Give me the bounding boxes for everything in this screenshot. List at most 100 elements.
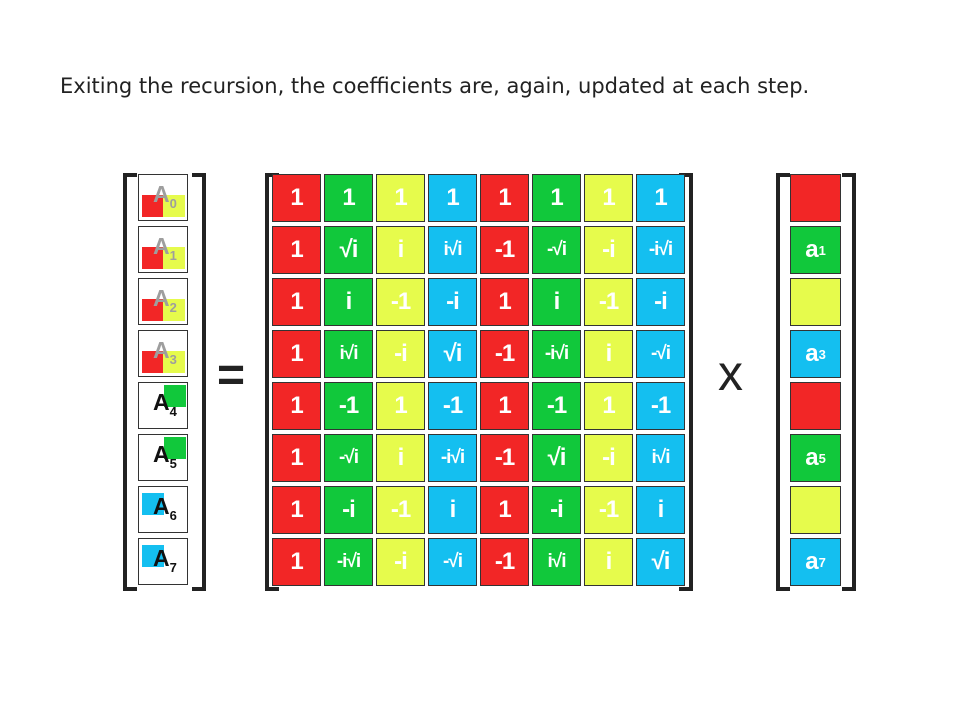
matrix-cell: 1 bbox=[272, 174, 321, 222]
matrix-cell: -1 bbox=[532, 382, 581, 430]
matrix-cell: -i bbox=[376, 538, 425, 586]
matrix-cell: 1 bbox=[532, 174, 581, 222]
matrix-cell: -√i bbox=[636, 330, 685, 378]
input-vector-cell bbox=[790, 278, 841, 326]
matrix-cell: 1 bbox=[324, 174, 373, 222]
output-vector-cell: A5 bbox=[138, 434, 188, 481]
input-vector-open-bracket bbox=[776, 173, 790, 591]
left-vector-close-bracket bbox=[192, 173, 206, 591]
equals-sign: = bbox=[217, 349, 246, 402]
matrix-cell: 1 bbox=[480, 174, 529, 222]
input-coefficient-index: 1 bbox=[818, 242, 826, 258]
coefficient-letter: A bbox=[153, 233, 170, 259]
output-vector-cell: A0 bbox=[138, 174, 188, 221]
output-vector-cell: A2 bbox=[138, 278, 188, 325]
matrix-cell: 1 bbox=[636, 174, 685, 222]
input-vector-cell bbox=[790, 174, 841, 222]
coefficient-letter: A bbox=[153, 545, 170, 571]
matrix-cell: -1 bbox=[480, 538, 529, 586]
input-coefficient-letter: a bbox=[805, 340, 819, 367]
matrix-cell: -i√i bbox=[324, 538, 373, 586]
matrix-cell: -1 bbox=[584, 486, 633, 534]
matrix-cell: -i bbox=[324, 486, 373, 534]
matrix-cell: -i√i bbox=[532, 330, 581, 378]
output-coefficient-label: A0 bbox=[153, 183, 177, 211]
matrix-close-bracket bbox=[679, 173, 693, 591]
output-vector-cell: A3 bbox=[138, 330, 188, 377]
coefficient-index: 3 bbox=[169, 352, 177, 367]
matrix-cell: √i bbox=[428, 330, 477, 378]
output-coefficient-label: A1 bbox=[153, 233, 177, 263]
input-coefficient-letter: a bbox=[805, 444, 819, 471]
output-coefficient-label: A2 bbox=[153, 285, 177, 315]
matrix-cell: i bbox=[324, 278, 373, 326]
output-vector-cell: A1 bbox=[138, 226, 188, 273]
matrix-cell: i√i bbox=[324, 330, 373, 378]
red-square-marker bbox=[142, 195, 164, 217]
matrix-cell: -√i bbox=[324, 434, 373, 482]
multiply-sign: x bbox=[718, 345, 743, 401]
matrix-cell: -1 bbox=[428, 382, 477, 430]
matrix-cell: -i bbox=[584, 434, 633, 482]
matrix-cell: 1 bbox=[480, 278, 529, 326]
output-vector-cell: A4 bbox=[138, 382, 188, 429]
output-coefficient-label: A5 bbox=[153, 443, 177, 471]
red-square-marker bbox=[142, 247, 164, 269]
output-coefficient-label: A3 bbox=[153, 339, 177, 367]
matrix-cell: 1 bbox=[272, 330, 321, 378]
matrix-cell: -√i bbox=[532, 226, 581, 274]
matrix-cell: 1 bbox=[376, 174, 425, 222]
matrix-cell: 1 bbox=[428, 174, 477, 222]
matrix-cell: 1 bbox=[272, 486, 321, 534]
coefficient-letter: A bbox=[153, 493, 170, 519]
input-coefficient-index: 7 bbox=[818, 554, 826, 570]
left-vector-open-bracket bbox=[123, 173, 137, 591]
yellow-square-marker bbox=[163, 299, 185, 321]
output-coefficient-label: A7 bbox=[153, 545, 177, 575]
matrix-cell: i√i bbox=[428, 226, 477, 274]
matrix-cell: √i bbox=[532, 434, 581, 482]
matrix-cell: 1 bbox=[480, 486, 529, 534]
matrix-cell: i√i bbox=[532, 538, 581, 586]
coefficient-index: 6 bbox=[169, 508, 177, 523]
matrix-cell: -i bbox=[584, 226, 633, 274]
matrix-cell: i bbox=[428, 486, 477, 534]
matrix-cell: -1 bbox=[480, 330, 529, 378]
matrix-cell: -i bbox=[376, 330, 425, 378]
coefficient-letter: A bbox=[153, 285, 170, 311]
input-coefficient-letter: a bbox=[805, 236, 819, 263]
yellow-square-marker bbox=[163, 247, 185, 269]
matrix-cell: 1 bbox=[584, 382, 633, 430]
coefficient-index: 0 bbox=[169, 196, 177, 211]
matrix-cell: -i bbox=[428, 278, 477, 326]
matrix-cell: 1 bbox=[272, 382, 321, 430]
matrix-cell: -1 bbox=[480, 434, 529, 482]
input-vector-cell bbox=[790, 382, 841, 430]
matrix-cell: i bbox=[584, 330, 633, 378]
matrix-cell: 1 bbox=[272, 434, 321, 482]
matrix-cell: 1 bbox=[480, 382, 529, 430]
coefficient-index: 7 bbox=[169, 560, 177, 575]
matrix-cell: i bbox=[584, 538, 633, 586]
matrix-cell: -i bbox=[532, 486, 581, 534]
matrix-cell: i bbox=[532, 278, 581, 326]
coefficient-letter: A bbox=[153, 389, 170, 415]
blue-square-marker bbox=[142, 493, 164, 515]
matrix-cell: -1 bbox=[480, 226, 529, 274]
matrix-cell: i bbox=[376, 226, 425, 274]
coefficient-index: 5 bbox=[169, 456, 177, 471]
coefficient-index: 1 bbox=[169, 248, 177, 263]
matrix-cell: √i bbox=[324, 226, 373, 274]
output-coefficient-label: A4 bbox=[153, 389, 177, 419]
slide-caption: Exiting the recursion, the coefficients … bbox=[60, 74, 810, 98]
output-vector-cell: A7 bbox=[138, 538, 188, 585]
matrix-cell: -√i bbox=[428, 538, 477, 586]
blue-square-marker bbox=[142, 545, 164, 567]
matrix-cell: i√i bbox=[636, 434, 685, 482]
matrix-cell: -i√i bbox=[636, 226, 685, 274]
input-coefficient-index: 5 bbox=[818, 450, 826, 466]
red-square-marker bbox=[142, 299, 164, 321]
